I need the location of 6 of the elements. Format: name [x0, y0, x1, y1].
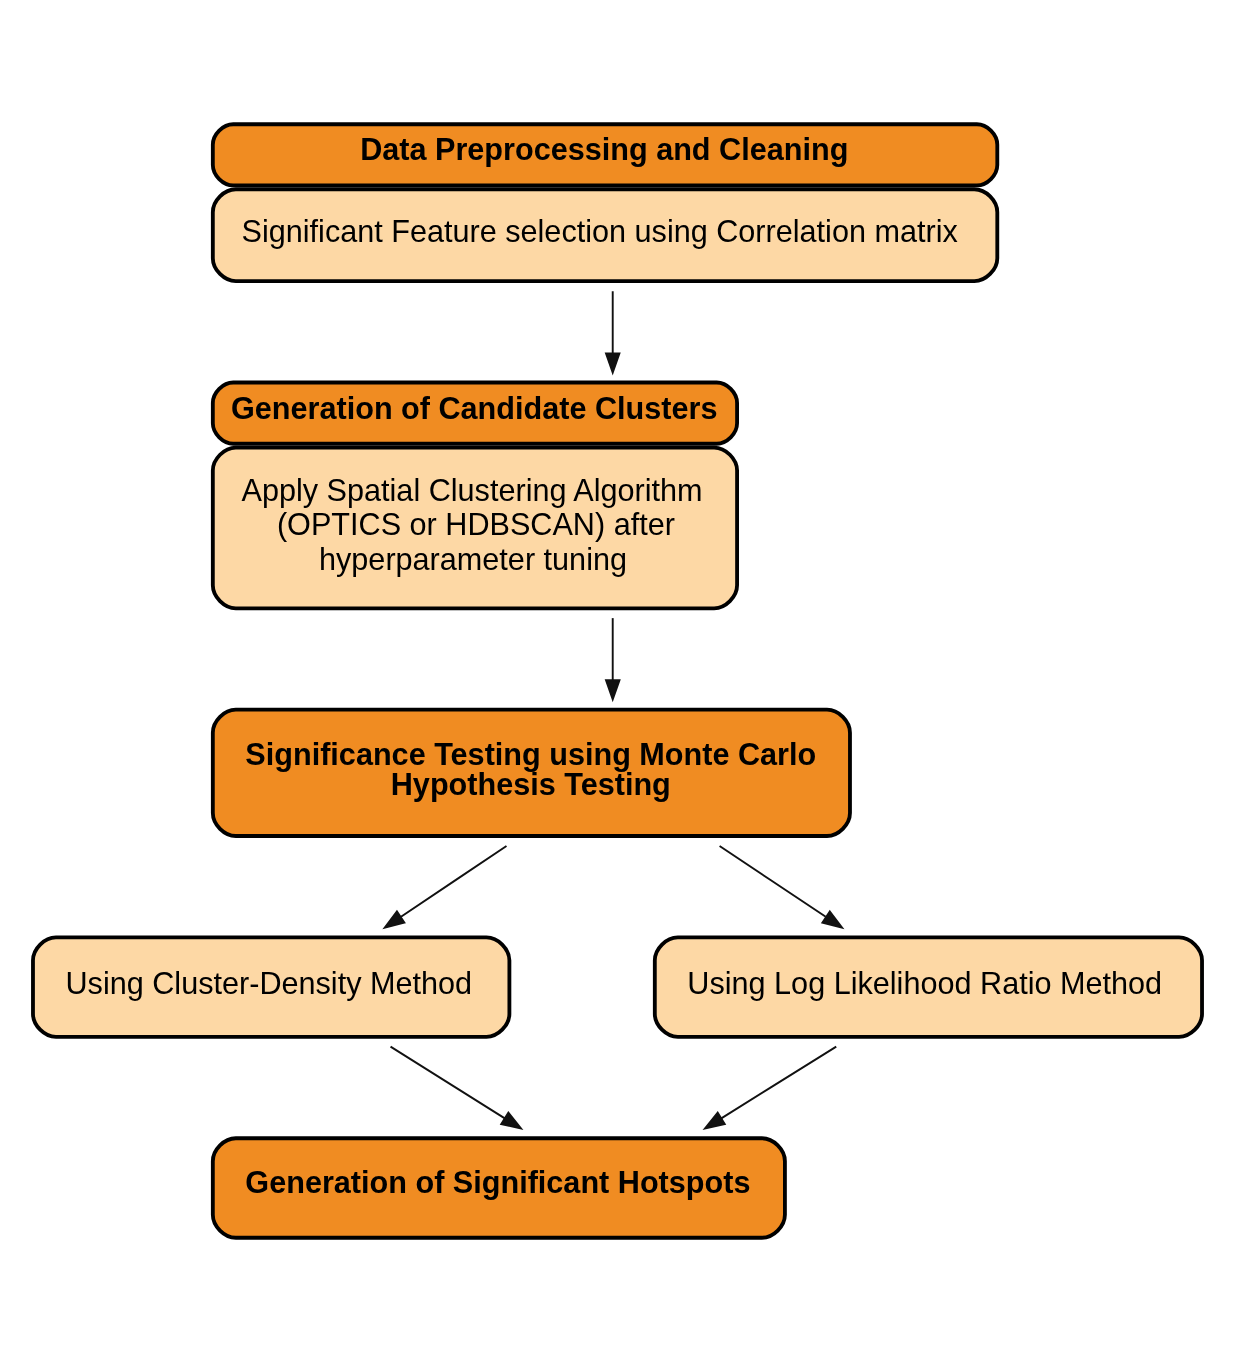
arrow: [604, 616, 621, 702]
arrow: [382, 844, 508, 929]
arrow: [702, 1045, 838, 1130]
arrow: [718, 844, 845, 929]
arrow: [389, 1045, 524, 1130]
arrow: [604, 289, 621, 376]
